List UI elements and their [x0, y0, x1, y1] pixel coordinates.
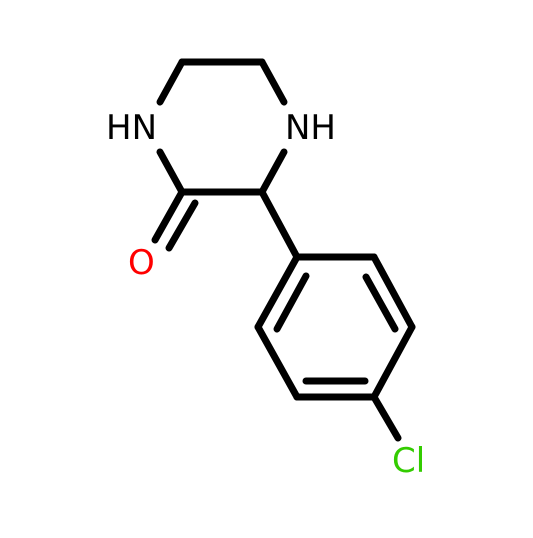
atom-label-cl: Cl — [392, 441, 425, 481]
atom-labels: HN NH O Cl — [106, 108, 425, 481]
bond-ar-inner-3 — [273, 272, 310, 333]
bond-c2-o — [151, 188, 186, 244]
bond-c3-aryl — [258, 188, 301, 261]
bond-ar-inner-1 — [362, 273, 399, 333]
bond-ar2-ar3 — [370, 253, 416, 331]
atom-label-n1: HN — [106, 108, 157, 148]
bond-ar5-ar6 — [254, 323, 301, 401]
atom-label-o: O — [128, 243, 155, 283]
bond-ar-cl — [370, 393, 402, 442]
bond-c2-n1 — [156, 148, 186, 196]
bond-c5-n4 — [258, 58, 288, 106]
bond-n4-c3 — [258, 148, 288, 196]
atom-label-n4: NH — [285, 108, 336, 148]
bond-ar6-ar1 — [254, 253, 301, 331]
bond-ar3-ar4 — [370, 323, 416, 401]
bond-n1-c6 — [156, 58, 186, 106]
bonds — [151, 58, 416, 442]
bond-c2-o-double — [165, 199, 199, 252]
